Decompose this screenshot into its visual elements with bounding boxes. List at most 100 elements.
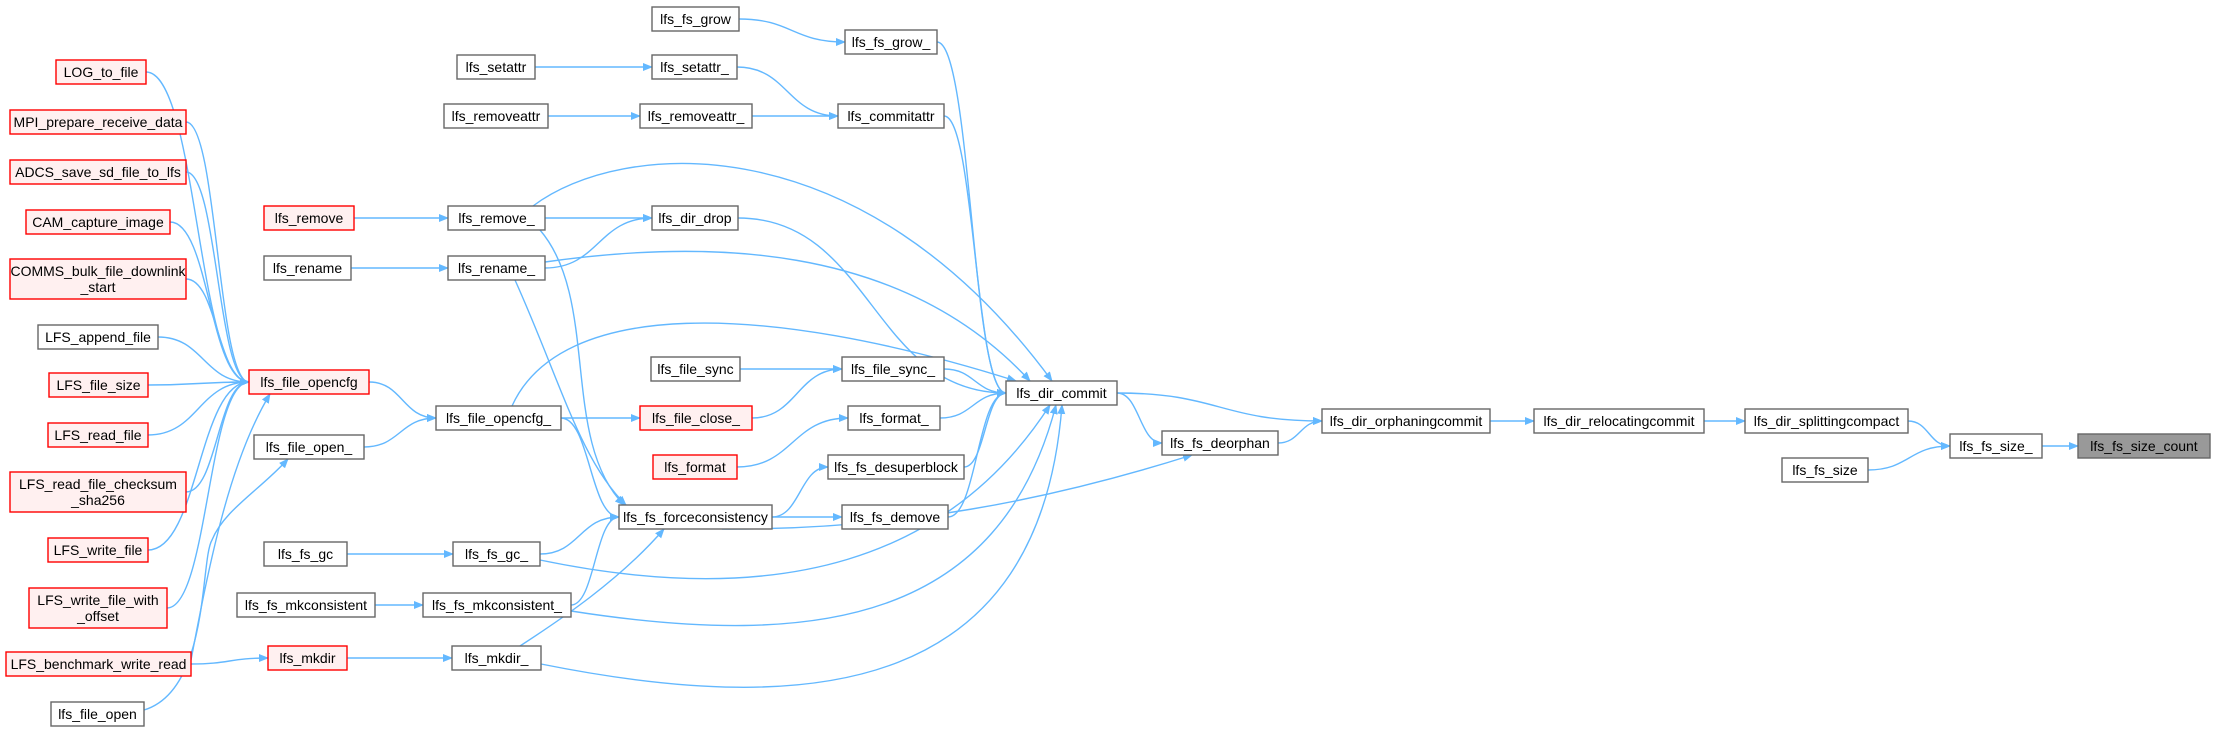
node-label: lfs_file_open: [58, 706, 137, 722]
function-node-comms-bulk-file-downlink-start[interactable]: COMMS_bulk_file_downlink_start: [9, 258, 187, 300]
function-node-lfs-append-file[interactable]: LFS_append_file: [37, 324, 159, 350]
function-node-lfs-dir-drop[interactable]: lfs_dir_drop: [651, 205, 739, 231]
node-box: [451, 645, 542, 671]
call-arrow: [147, 378, 250, 387]
function-node-lfs-dir-relocatingcommit[interactable]: lfs_dir_relocatingcommit: [1533, 408, 1705, 434]
node-box: [651, 54, 738, 80]
function-node-lfs-fs-deorphan[interactable]: lfs_fs_deorphan: [1161, 430, 1279, 456]
node-box: [9, 471, 187, 513]
function-node-lfs-file-size[interactable]: LFS_file_size: [48, 372, 149, 398]
function-node-lfs-mkdir[interactable]: lfs_mkdir: [267, 645, 348, 671]
function-node-lfs-commitattr[interactable]: lfs_commitattr: [837, 103, 945, 129]
node-label: lfs_fs_mkconsistent: [245, 597, 367, 613]
node-label: lfs_fs_size_count: [2090, 438, 2198, 454]
node-box: [1005, 380, 1118, 406]
function-node-lfs-file-open-[interactable]: lfs_file_open_: [253, 434, 365, 460]
function-node-lfs-setattr-[interactable]: lfs_setattr_: [651, 54, 738, 80]
call-edge: [736, 414, 849, 468]
node-label: lfs_format_: [859, 410, 928, 426]
function-node-lfs-fs-demove[interactable]: lfs_fs_demove: [841, 504, 949, 530]
function-node-lfs-fs-size-count[interactable]: lfs_fs_size_count: [2077, 433, 2211, 459]
function-node-lfs-file-opencfg-[interactable]: lfs_file_opencfg_: [435, 405, 562, 431]
node-box: [841, 504, 949, 530]
function-node-lfs-read-file[interactable]: LFS_read_file: [47, 422, 149, 448]
node-box: [28, 587, 168, 629]
function-node-lfs-file-open[interactable]: lfs_file_open: [50, 701, 145, 727]
function-node-lfs-fs-grow[interactable]: lfs_fs_grow: [651, 6, 740, 32]
function-node-lfs-fs-grow-[interactable]: lfs_fs_grow_: [844, 29, 938, 55]
node-label: lfs_mkdir_: [465, 650, 529, 666]
function-node-lfs-removeattr[interactable]: lfs_removeattr: [443, 103, 549, 129]
function-node-lfs-fs-size-[interactable]: lfs_fs_size_: [1949, 433, 2043, 459]
node-label: lfs_dir_orphaningcommit: [1330, 413, 1483, 429]
node-box: [263, 255, 352, 281]
function-node-lfs-write-file[interactable]: LFS_write_file: [47, 537, 149, 563]
call-edge: [514, 279, 627, 506]
function-node-lfs-fs-desuperblock[interactable]: lfs_fs_desuperblock: [827, 454, 965, 480]
call-arrow: [169, 221, 250, 386]
call-arrow: [166, 378, 250, 609]
node-label: lfs_dir_drop: [658, 210, 731, 226]
function-node-lfs-fs-mkconsistent-[interactable]: lfs_fs_mkconsistent_: [422, 592, 572, 618]
function-node-lfs-remove[interactable]: lfs_remove: [263, 205, 355, 231]
function-node-log-to-file[interactable]: LOG_to_file: [55, 59, 147, 85]
function-node-lfs-file-sync[interactable]: lfs_file_sync: [650, 356, 741, 382]
node-label: lfs_rename_: [458, 260, 535, 276]
node-label: _start: [79, 279, 115, 295]
function-node-lfs-fs-size[interactable]: lfs_fs_size: [1781, 457, 1869, 483]
function-node-lfs-setattr[interactable]: lfs_setattr: [456, 54, 536, 80]
function-node-lfs-fs-forceconsistency[interactable]: lfs_fs_forceconsistency: [618, 504, 773, 530]
node-label: lfs_dir_commit: [1016, 385, 1106, 401]
call-edge: [751, 365, 843, 419]
function-node-cam-capture-image[interactable]: CAM_capture_image: [25, 209, 171, 235]
function-node-lfs-format-[interactable]: lfs_format_: [847, 405, 941, 431]
function-node-lfs-write-file-with-offset[interactable]: LFS_write_file_with_offset: [28, 587, 168, 629]
node-box: [1161, 430, 1279, 456]
function-node-lfs-benchmark-write-read[interactable]: LFS_benchmark_write_read: [5, 651, 192, 677]
node-label: lfs_fs_grow: [660, 11, 732, 27]
call-edge: [1277, 417, 1323, 444]
function-node-lfs-dir-splittingcompact[interactable]: lfs_dir_splittingcompact: [1744, 408, 1909, 434]
function-node-lfs-fs-gc[interactable]: lfs_fs_gc: [263, 541, 348, 567]
call-edge: [1907, 420, 1951, 450]
call-arrow: [771, 463, 829, 518]
function-node-lfs-fs-gc-[interactable]: lfs_fs_gc_: [452, 541, 541, 567]
function-node-lfs-fs-mkconsistent[interactable]: lfs_fs_mkconsistent: [236, 592, 376, 618]
node-label: LFS_file_size: [56, 377, 140, 393]
function-node-lfs-file-opencfg[interactable]: lfs_file_opencfg: [248, 369, 370, 395]
node-box: [263, 205, 355, 231]
function-node-mpi-prepare-receive-data[interactable]: MPI_prepare_receive_data: [9, 109, 187, 135]
function-node-lfs-file-sync-[interactable]: lfs_file_sync_: [841, 356, 945, 382]
call-arrow: [514, 279, 627, 506]
call-edge: [185, 121, 250, 386]
call-arrow: [737, 217, 1007, 397]
node-label: lfs_fs_mkconsistent_: [432, 597, 562, 613]
function-node-lfs-rename[interactable]: lfs_rename: [263, 255, 352, 281]
call-arrow: [539, 404, 1051, 580]
node-label: lfs_dir_splittingcompact: [1754, 413, 1900, 429]
function-node-lfs-remove-[interactable]: lfs_remove_: [447, 205, 546, 231]
call-edge: [544, 250, 1031, 382]
call-arrow: [1116, 392, 1323, 425]
function-node-lfs-rename-[interactable]: lfs_rename_: [447, 255, 546, 281]
function-node-lfs-removeattr-[interactable]: lfs_removeattr_: [639, 103, 753, 129]
node-label: lfs_removeattr: [452, 108, 541, 124]
function-node-lfs-read-file-checksum-sha256[interactable]: LFS_read_file_checksum_sha256: [9, 471, 187, 513]
node-box: [9, 159, 187, 185]
function-node-lfs-dir-orphaningcommit[interactable]: lfs_dir_orphaningcommit: [1321, 408, 1491, 434]
function-node-lfs-dir-commit[interactable]: lfs_dir_commit: [1005, 380, 1118, 406]
call-edge: [738, 18, 846, 46]
node-label: LFS_write_file: [54, 542, 143, 558]
node-label: LOG_to_file: [64, 64, 139, 80]
node-label: LFS_read_file: [54, 427, 141, 443]
node-label: lfs_file_close_: [652, 410, 740, 426]
call-edge: [936, 41, 1007, 397]
function-node-lfs-format[interactable]: lfs_format: [652, 454, 738, 480]
function-node-lfs-mkdir-[interactable]: lfs_mkdir_: [451, 645, 542, 671]
function-node-lfs-file-close-[interactable]: lfs_file_close_: [639, 405, 753, 431]
call-edge: [185, 278, 250, 386]
call-edge: [1116, 392, 1323, 425]
function-node-adcs-save-sd-file-to-lfs[interactable]: ADCS_save_sd_file_to_lfs: [9, 159, 187, 185]
node-box: [55, 59, 147, 85]
call-edge: [737, 217, 1007, 397]
